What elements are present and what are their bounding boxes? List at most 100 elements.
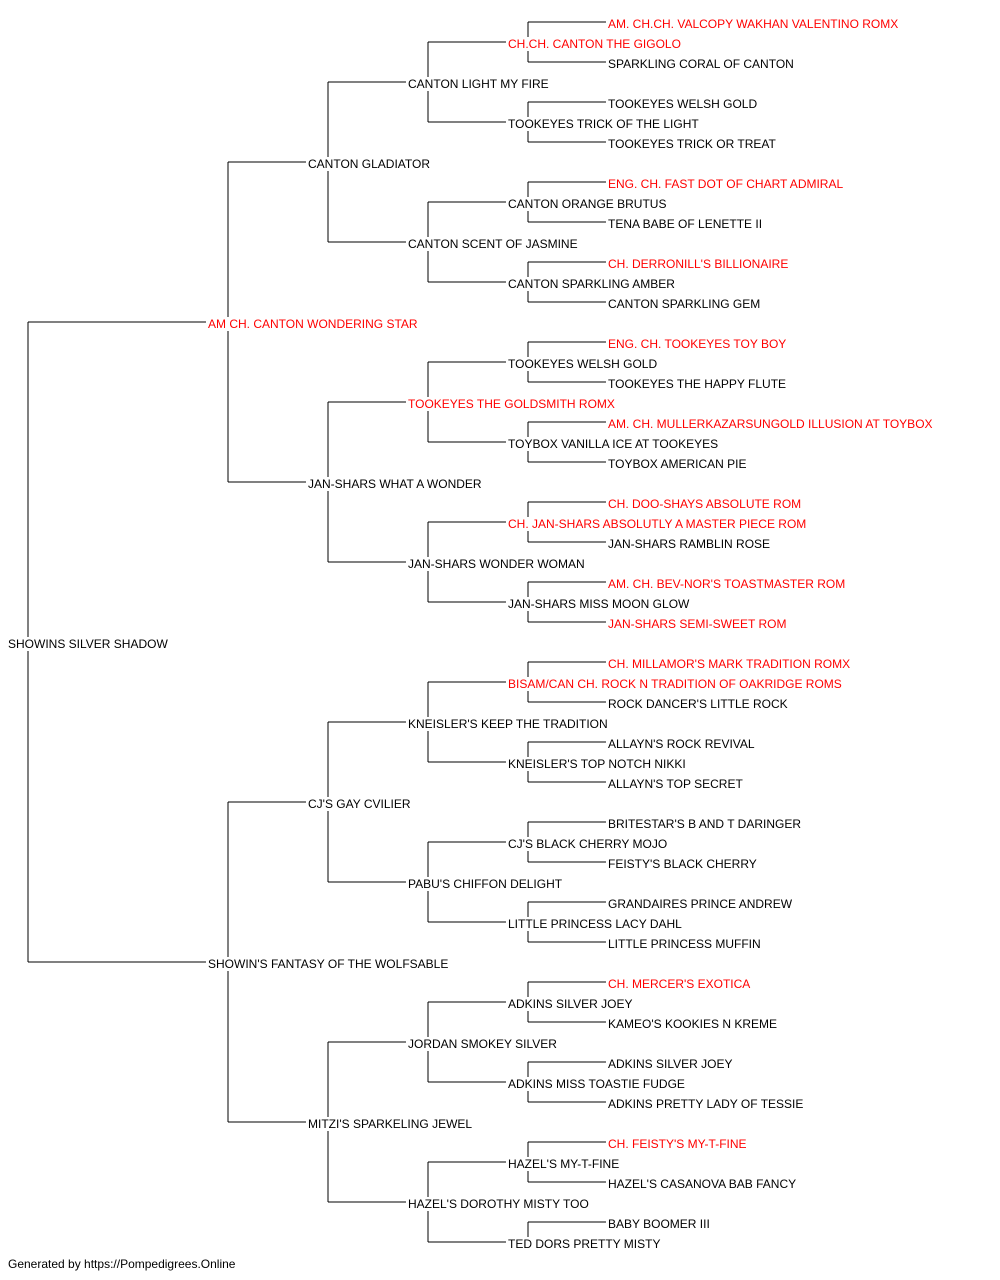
dog-name-gen5-15-dam: JAN-SHARS SEMI-SWEET ROM [608,617,786,631]
dog-name-gen5-16-sire: CH. MILLAMOR'S MARK TRADITION ROMX [608,657,850,671]
label-background [507,837,669,851]
dog-name-gen4-9-dam: KNEISLER'S TOP NOTCH NIKKI [508,757,686,771]
label-background [507,197,668,211]
dog-name-gen4-15-dam: TED DORS PRETTY MISTY [508,1237,660,1250]
dog-name-gen5-9-dam: TOOKEYES THE HAPPY FLUTE [608,377,786,391]
label-background [307,797,412,811]
dog-name-gen3-7-dam: HAZEL'S DOROTHY MISTY TOO [408,1197,589,1211]
dog-name-gen3-6-sire: JORDAN SMOKEY SILVER [408,1037,557,1051]
label-background [7,637,170,651]
dog-name-gen1-0-sire: AM CH. CANTON WONDERING STAR [208,317,418,331]
dog-name-gen4-0-sire: CH.CH. CANTON THE GIGOLO [508,37,681,51]
dog-name-gen3-2-sire: TOOKEYES THE GOLDSMITH ROMX [408,397,615,411]
dog-name-gen4-13-dam: ADKINS MISS TOASTIE FUDGE [508,1077,685,1091]
dog-name-gen5-7-dam: CANTON SPARKLING GEM [608,297,760,311]
dog-name-gen5-6-sire: CH. DERRONILL'S BILLIONAIRE [608,257,788,271]
label-background [607,1017,778,1031]
label-background [607,617,788,631]
label-background [407,877,564,891]
dog-name-gen5-28-sire: CH. FEISTY'S MY-T-FINE [608,1137,747,1151]
dog-name-gen4-2-sire: CANTON ORANGE BRUTUS [508,197,666,211]
dog-name-gen2-3-dam: MITZI'S SPARKELING JEWEL [308,1117,472,1131]
dog-name-gen5-3-dam: TOOKEYES TRICK OR TREAT [608,137,776,151]
label-background [507,757,687,771]
dog-name-gen5-8-sire: ENG. CH. TOOKEYES TOY BOY [608,337,786,351]
dog-name-gen5-5-dam: TENA BABE OF LENETTE II [608,217,762,231]
label-background [407,397,616,411]
label-background [607,1137,748,1151]
dog-name-gen3-1-dam: CANTON SCENT OF JASMINE [408,237,578,251]
dog-name-gen3-4-sire: KNEISLER'S KEEP THE TRADITION [408,717,608,731]
dog-name-gen4-4-sire: TOOKEYES WELSH GOLD [508,357,657,371]
dog-name-gen4-12-sire: ADKINS SILVER JOEY [508,997,632,1011]
label-background [507,997,634,1011]
pedigree-tree: SHOWINS SILVER SHADOW AM CH. CANTON WONDE… [7,17,934,1250]
dog-name-gen4-8-sire: BISAM/CAN CH. ROCK N TRADITION OF OAKRID… [508,677,842,691]
label-background [407,237,579,251]
label-background [307,1117,474,1131]
dog-name-gen5-27-dam: ADKINS PRETTY LADY OF TESSIE [608,1097,803,1111]
dog-name-gen3-3-dam: JAN-SHARS WONDER WOMAN [408,557,585,571]
dog-name-gen2-0-sire: CANTON GLADIATOR [308,157,430,171]
dog-name-gen5-1-dam: SPARKLING CORAL OF CANTON [608,57,794,71]
dog-name-gen5-23-dam: LITTLE PRINCESS MUFFIN [608,937,761,951]
label-background [607,1057,734,1071]
dog-name-gen4-11-dam: LITTLE PRINCESS LACY DAHL [508,917,682,931]
dog-name-gen5-10-sire: AM. CH. MULLERKAZARSUNGOLD ILLUSION AT T… [608,417,933,431]
dog-name-gen5-0-sire: AM. CH.CH. VALCOPY WAKHAN VALENTINO ROMX [608,17,898,31]
dog-name-gen1-1-dam: SHOWIN'S FANTASY OF THE WOLFSABLE [208,957,448,971]
label-background [607,1217,711,1231]
label-background [607,17,900,31]
dog-name-gen4-7-dam: JAN-SHARS MISS MOON GLOW [508,597,690,611]
label-background [607,817,803,831]
dog-name-gen5-14-sire: AM. CH. BEV-NOR'S TOASTMASTER ROM [608,577,845,591]
dog-name-gen4-1-dam: TOOKEYES TRICK OF THE LIGHT [508,117,699,131]
label-background [607,497,803,511]
dog-name-gen5-12-sire: CH. DOO-SHAYS ABSOLUTE ROM [608,497,801,511]
dog-name-gen5-17-dam: ROCK DANCER'S LITTLE ROCK [608,697,788,711]
label-background [507,1157,621,1171]
label-background [607,577,847,591]
dog-name-gen5-19-dam: ALLAYN'S TOP SECRET [608,777,743,791]
label-background [507,917,684,931]
pedigree-labels: SHOWINS SILVER SHADOW AM CH. CANTON WONDE… [7,17,934,1250]
label-background [607,737,756,751]
label-background [507,277,677,291]
label-background [507,1077,686,1091]
label-background [607,177,845,191]
dog-name-gen5-30-sire: BABY BOOMER III [608,1217,710,1231]
dog-name-gen5-13-dam: JAN-SHARS RAMBLIN ROSE [608,537,770,551]
dog-name-gen4-3-dam: CANTON SPARKLING AMBER [508,277,675,291]
label-background [607,777,745,791]
label-background [607,457,748,471]
dog-name-gen0-0-subject: SHOWINS SILVER SHADOW [8,637,168,651]
dog-name-gen4-14-sire: HAZEL'S MY-T-FINE [508,1157,619,1171]
label-background [607,977,752,991]
dog-name-gen5-2-sire: TOOKEYES WELSH GOLD [608,97,757,111]
label-background [507,597,692,611]
label-background [207,317,419,331]
label-background [607,657,852,671]
label-background [607,537,772,551]
label-background [407,557,586,571]
label-background [207,957,450,971]
dog-name-gen2-2-sire: CJ'S GAY CVILIER [308,797,411,811]
label-background [507,517,808,531]
label-background [607,937,762,951]
label-background [307,157,432,171]
label-background [607,1177,798,1191]
dog-name-gen5-11-dam: TOYBOX AMERICAN PIE [608,457,746,471]
dog-name-gen5-21-dam: FEISTY'S BLACK CHERRY [608,857,757,871]
dog-name-gen5-24-sire: CH. MERCER'S EXOTICA [608,977,750,991]
label-background [607,417,934,431]
label-background [507,1237,662,1250]
label-background [607,337,788,351]
dog-name-gen3-5-dam: PABU'S CHIFFON DELIGHT [408,877,563,891]
label-background [607,697,789,711]
label-background [307,477,483,491]
label-background [507,37,682,51]
dog-name-gen5-20-sire: BRITESTAR'S B AND T DARINGER [608,817,801,831]
dog-name-gen5-26-sire: ADKINS SILVER JOEY [608,1057,732,1071]
label-background [507,677,843,691]
label-background [407,1037,559,1051]
